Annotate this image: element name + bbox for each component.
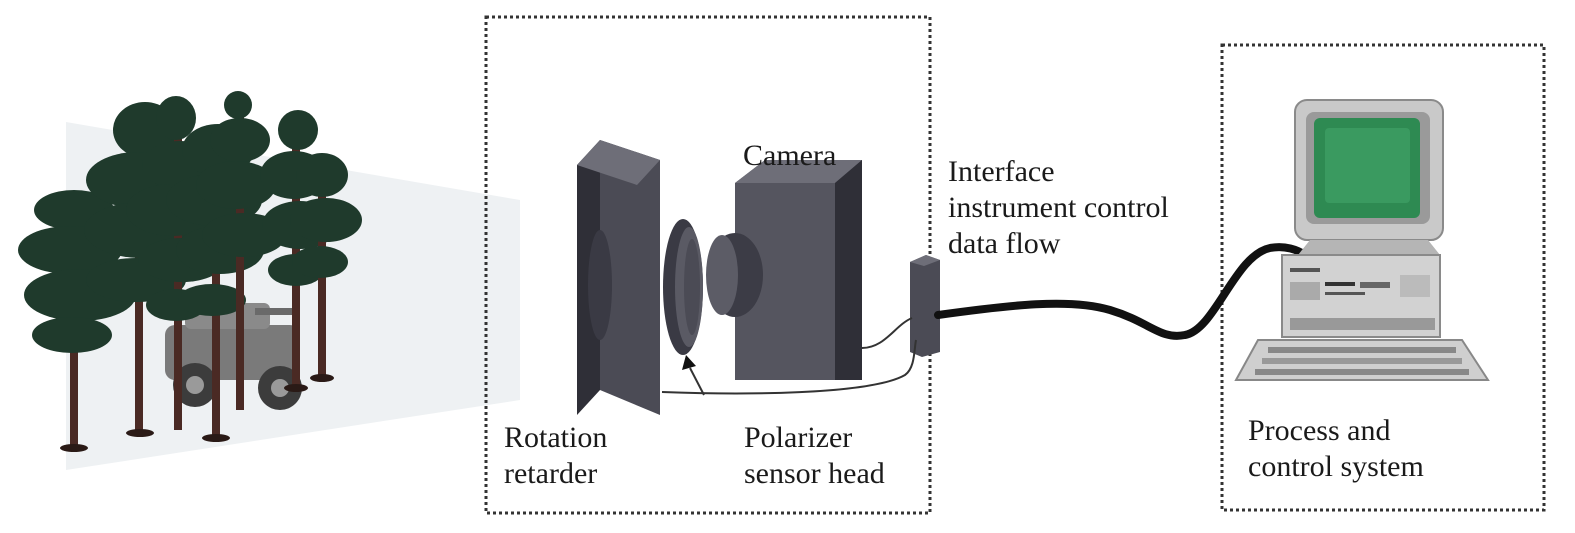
tree-icon (196, 91, 286, 410)
rotation-retarder-line-1: Rotation (504, 421, 608, 454)
rotation-arrow-line (689, 367, 705, 396)
interface-label-line-3: data flow (948, 227, 1061, 260)
camera-cable (861, 317, 913, 349)
tree-icon (290, 153, 362, 382)
camera-label-line: Camera (743, 139, 837, 172)
camera-icon (706, 160, 862, 380)
rotation-retarder-label: Rotation retarder (504, 420, 607, 492)
polarizer-sensor-head-line-1: Polarizer (744, 421, 853, 454)
rotation-arrow-head (682, 355, 696, 370)
interface-label-line-1: Interface (948, 155, 1055, 188)
interface-box-icon (910, 255, 940, 357)
interface-label: Interface instrument control data flow (948, 154, 1169, 262)
process-control-label: Process and control system (1248, 413, 1424, 485)
camera-label: Camera (743, 138, 836, 174)
polarizer-lens-icon (663, 219, 703, 355)
polarizer-sensor-head-line-2: sensor head (744, 457, 885, 490)
process-control-line-1: Process and (1248, 414, 1391, 447)
cable-icon (934, 243, 1309, 340)
retarder-plate-icon (577, 140, 660, 415)
interface-label-line-2: instrument control (948, 191, 1169, 224)
polarizer-cable (661, 339, 917, 395)
polarizer-sensor-head-label: Polarizer sensor head (744, 420, 885, 492)
computer-frame (1220, 43, 1546, 512)
rotation-retarder-line-2: retarder (504, 457, 598, 490)
computer-icon (1234, 99, 1490, 381)
process-control-line-2: control system (1248, 450, 1424, 483)
vehicle-icon (165, 303, 302, 410)
